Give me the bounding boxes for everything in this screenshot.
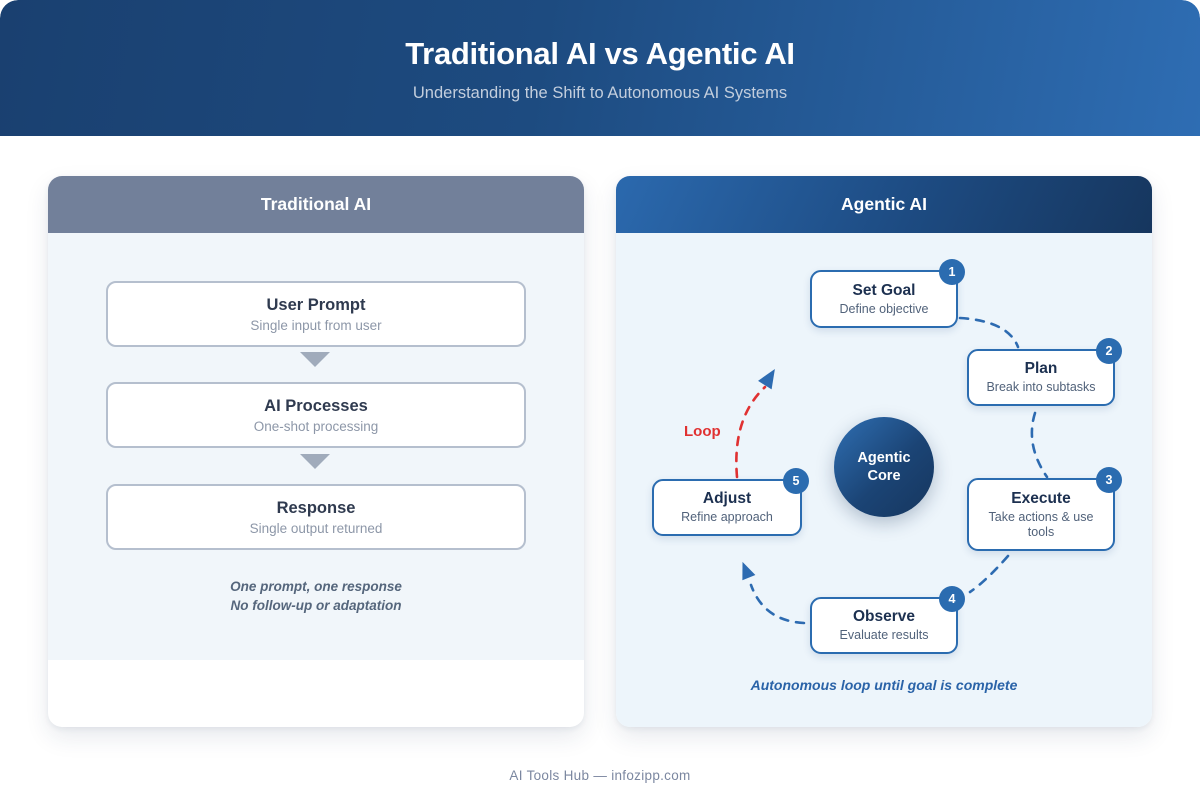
step-desc: Refine approach bbox=[681, 510, 773, 524]
loop-connectors bbox=[735, 316, 1049, 625]
agentic-ai-header: Agentic AI bbox=[616, 176, 1152, 233]
step-number-badge: 4 bbox=[939, 586, 965, 612]
page-subtitle: Understanding the Shift to Autonomous AI… bbox=[412, 84, 788, 102]
traditional-ai-body: User Prompt Single input from user AI Pr… bbox=[48, 233, 584, 660]
step-desc: One-shot processing bbox=[253, 418, 379, 434]
step-number-badge: 2 bbox=[1096, 338, 1122, 364]
header-banner: Traditional AI vs Agentic AI Understandi… bbox=[0, 0, 1200, 136]
traditional-ai-title: Traditional AI bbox=[260, 194, 372, 214]
step-desc: Define objective bbox=[839, 301, 929, 316]
agentic-ai-body: 1 Set Goal Define objective 2 Plan Break… bbox=[616, 233, 1152, 727]
step-title: Execute bbox=[1011, 489, 1071, 507]
footer: AI Tools Hub — infozipp.com bbox=[0, 768, 1200, 783]
step-title: Adjust bbox=[702, 490, 752, 507]
step-number-badge: 1 bbox=[939, 259, 965, 285]
step-desc: Break into subtasks bbox=[986, 380, 1096, 394]
step-response: Response Single output returned bbox=[106, 484, 526, 550]
step-title: AI Processes bbox=[264, 396, 368, 415]
step-title: Observe bbox=[852, 608, 916, 625]
step-title: User Prompt bbox=[266, 295, 366, 314]
footer-text: AI Tools Hub — infozipp.com bbox=[509, 768, 691, 783]
traditional-ai-header: Traditional AI bbox=[48, 176, 584, 233]
step-number-badge: 3 bbox=[1096, 467, 1122, 493]
agentic-ai-panel: Agentic AI 1 Set Goal Define object bbox=[616, 176, 1152, 727]
agentic-core-line1: Agentic bbox=[857, 450, 911, 466]
traditional-note-line2: No follow-up or adaptation bbox=[230, 598, 402, 613]
step-user-prompt: User Prompt Single input from user bbox=[106, 281, 526, 347]
step-number-badge: 5 bbox=[783, 468, 809, 494]
step-ai-processes: AI Processes One-shot processing bbox=[106, 382, 526, 448]
agentic-note: Autonomous loop until goal is complete bbox=[750, 677, 1018, 693]
step-execute: 3 Execute Take actions & use tools bbox=[967, 467, 1122, 551]
step-title: Plan bbox=[1024, 360, 1058, 377]
agentic-core-line2: Core bbox=[867, 468, 901, 484]
step-plan: 2 Plan Break into subtasks bbox=[967, 338, 1122, 406]
traditional-note: One prompt, one response No follow-up or… bbox=[48, 577, 584, 615]
step-desc: Single output returned bbox=[249, 520, 383, 536]
arrowhead-icon bbox=[758, 368, 775, 390]
step-desc: Evaluate results bbox=[839, 628, 929, 642]
step-desc: Single input from user bbox=[250, 317, 382, 333]
step-observe: 4 Observe Evaluate results bbox=[810, 586, 965, 654]
traditional-ai-panel: Traditional AI User Prompt Single input … bbox=[48, 176, 584, 727]
agentic-ai-title: Agentic AI bbox=[841, 194, 927, 214]
step-adjust: 5 Adjust Refine approach bbox=[652, 468, 809, 536]
down-arrow-icon bbox=[300, 454, 330, 469]
step-title: Set Goal bbox=[852, 281, 916, 299]
step-set-goal: 1 Set Goal Define objective bbox=[810, 259, 965, 328]
traditional-note-line1: One prompt, one response bbox=[230, 579, 402, 594]
step-title: Response bbox=[276, 498, 356, 517]
step-desc: Take actions & use tools bbox=[988, 509, 1094, 539]
down-arrow-icon bbox=[300, 352, 330, 367]
loop-label: Loop bbox=[684, 423, 721, 440]
arrowhead-icon bbox=[742, 561, 756, 581]
agentic-core-circle: Agentic Core bbox=[834, 417, 934, 517]
page-title: Traditional AI vs Agentic AI bbox=[405, 36, 795, 71]
